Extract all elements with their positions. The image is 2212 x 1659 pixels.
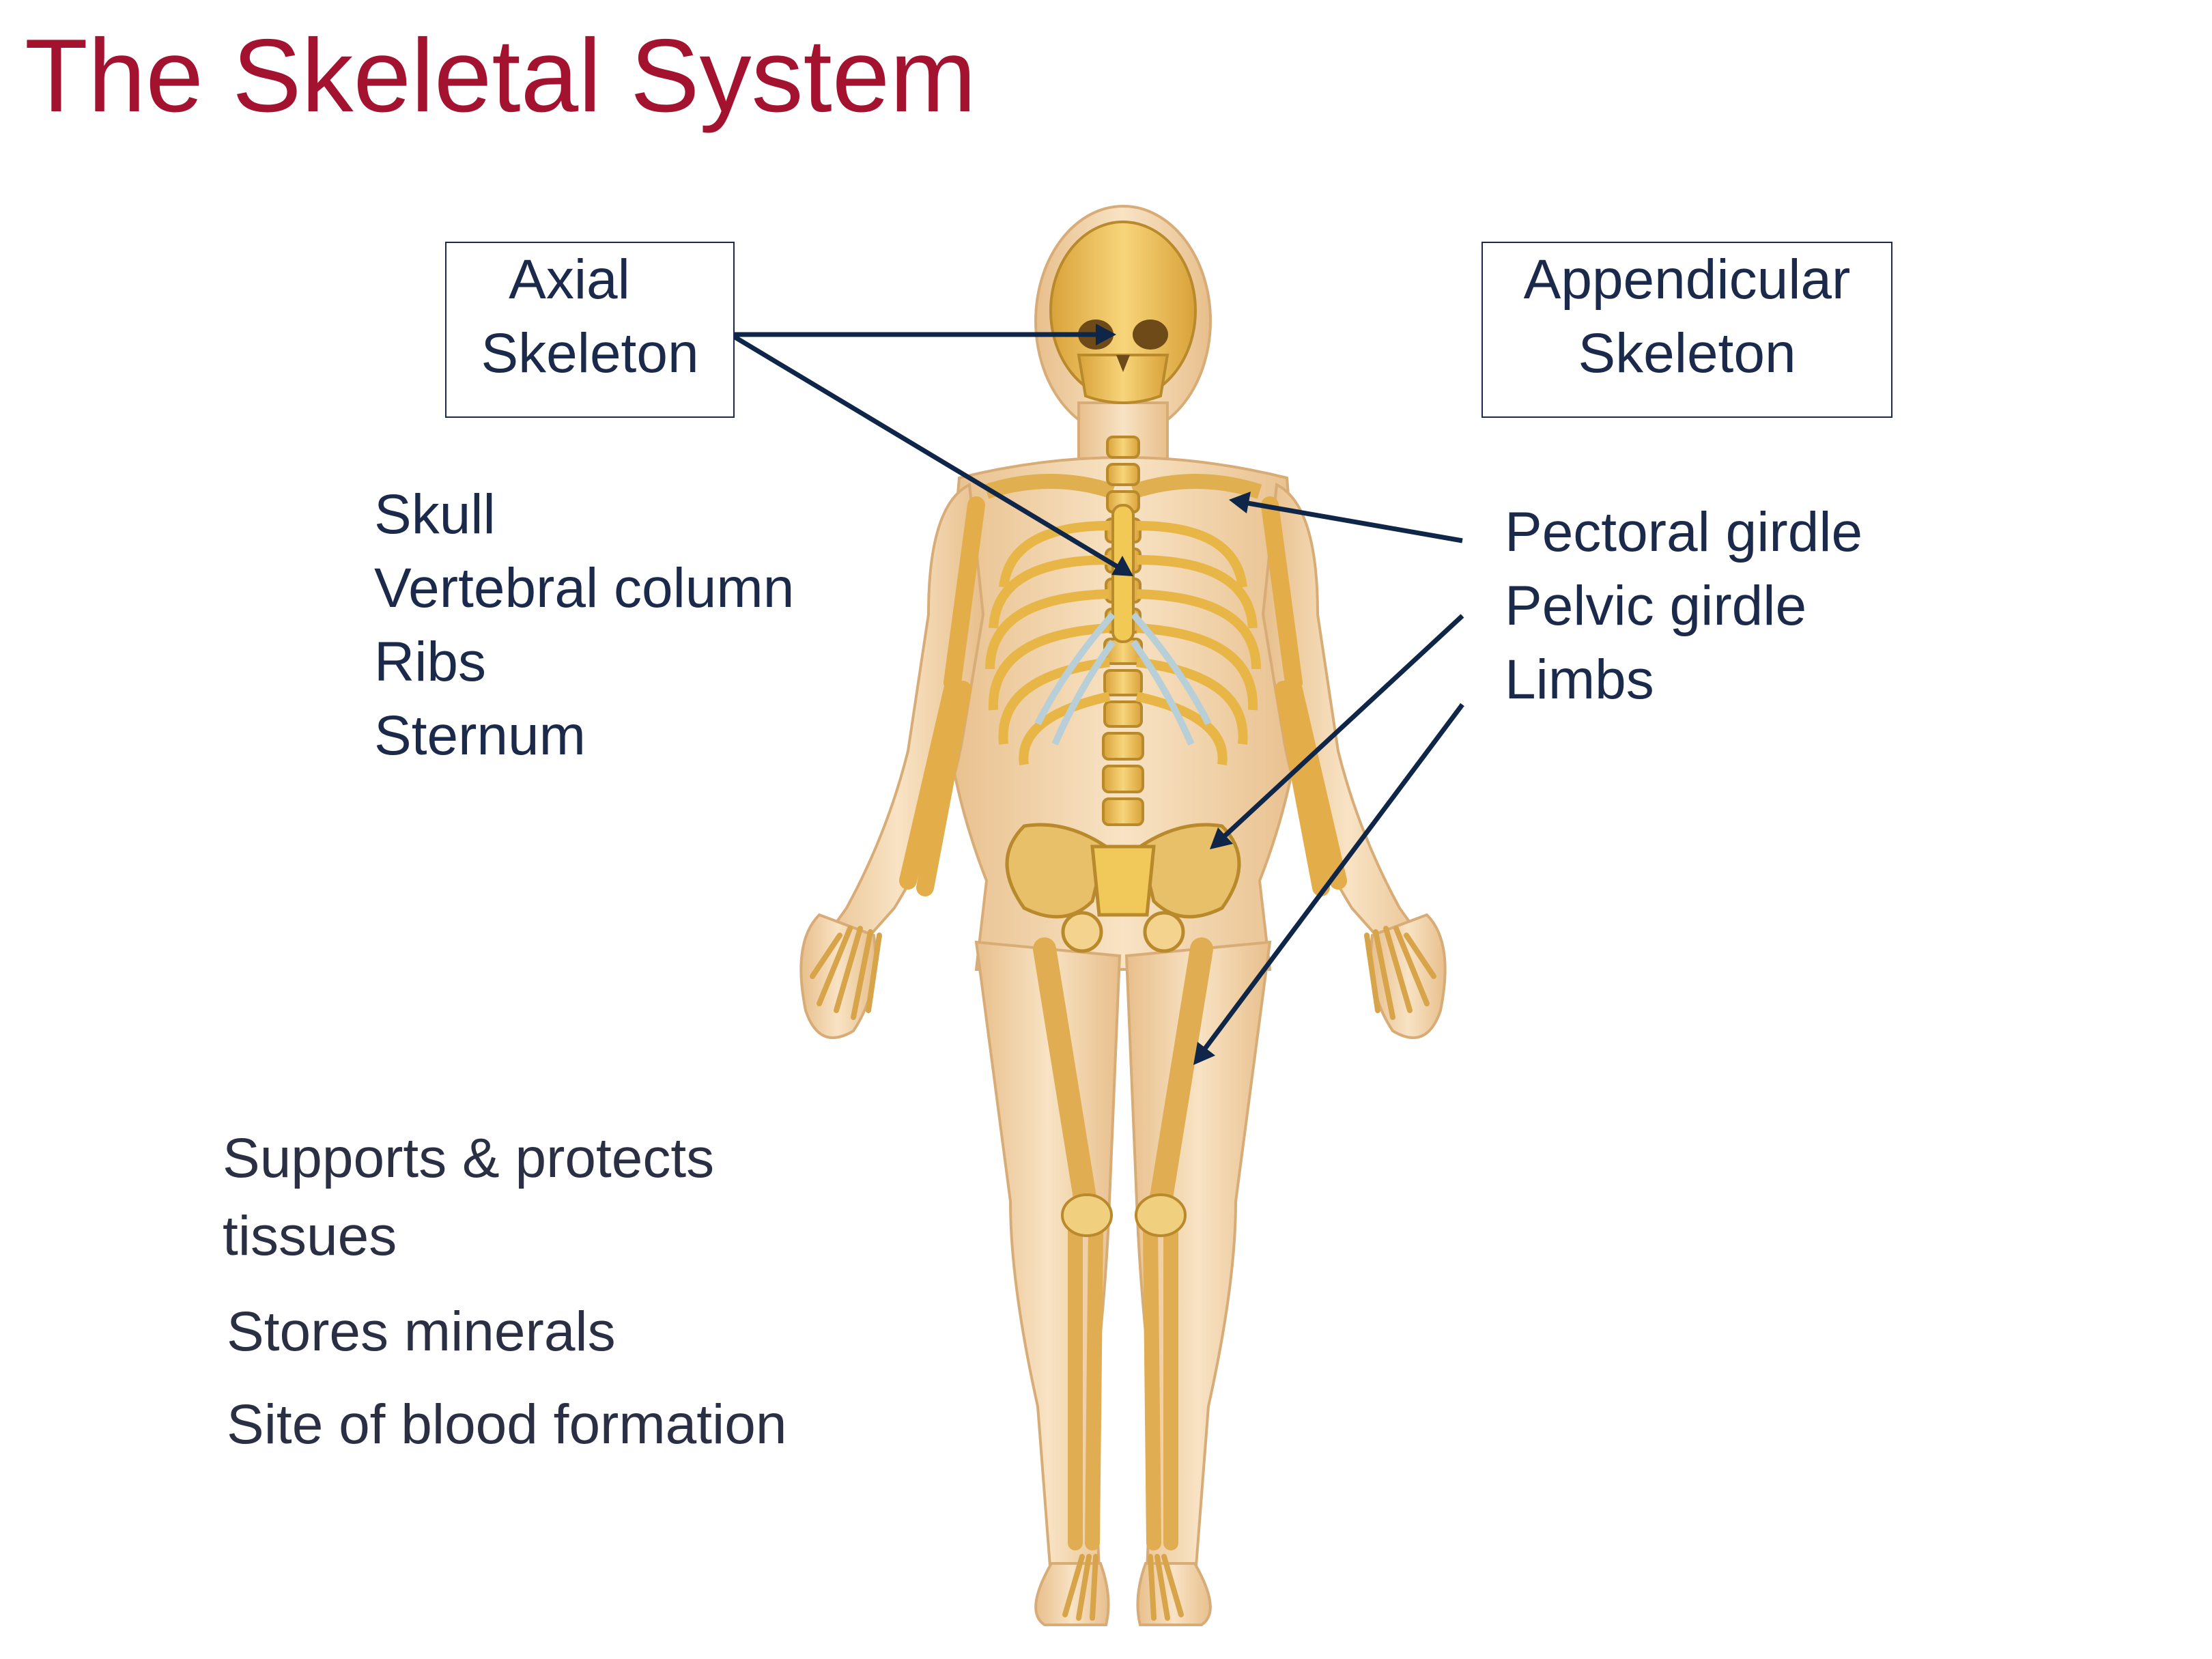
list-item: Vertebral column: [374, 557, 795, 619]
arm-bones: [899, 496, 1347, 896]
list-item: Skull: [374, 483, 496, 545]
axial-label-line1: Axial: [509, 249, 630, 311]
arrowhead-spine: [1111, 556, 1133, 576]
annotation-arrows: [729, 324, 1464, 1065]
appendicular-skeleton-box: Appendicular Skeleton: [1481, 242, 1892, 418]
function-item: Supports & protects: [223, 1127, 715, 1189]
axial-parts-list: Skull Vertebral column Ribs Sternum: [374, 478, 794, 773]
axial-skeleton-box: Axial Skeleton: [445, 242, 735, 418]
appendicular-label-line2: Skeleton: [1578, 322, 1796, 384]
arrowhead-skull: [1096, 324, 1116, 345]
list-item: Ribs: [374, 631, 487, 693]
list-item: Sternum: [374, 705, 586, 767]
arrow-axial-to-spine: [729, 332, 1121, 571]
arrowhead-pelvic: [1210, 827, 1233, 849]
list-item: Limbs: [1505, 649, 1654, 711]
appendicular-label-line1: Appendicular: [1523, 249, 1851, 311]
page-title: The Skeletal System: [25, 18, 976, 134]
arrowhead-pectoral: [1229, 492, 1251, 513]
arrow-limbs: [1201, 703, 1464, 1053]
list-item: Pectoral girdle: [1505, 501, 1863, 563]
pelvis-bone: [1005, 823, 1241, 953]
skeleton-bones: [984, 221, 1262, 826]
function-item: tissues: [223, 1205, 397, 1267]
axial-label-line2: Skeleton: [481, 322, 699, 384]
function-item: Stores minerals: [227, 1301, 616, 1363]
list-item: Pelvic girdle: [1505, 575, 1807, 637]
arrow-pectoral-girdle: [1243, 500, 1463, 543]
jaw-bone: [1077, 354, 1169, 404]
appendicular-parts-list: Pectoral girdle Pelvic girdle Limbs: [1505, 496, 1862, 717]
arrow-pelvic-girdle: [1220, 614, 1464, 840]
function-item: Site of blood formation: [227, 1393, 787, 1456]
arrowhead-limbs: [1193, 1042, 1215, 1065]
leg-bones: [1033, 937, 1213, 1213]
ribs: [985, 521, 1261, 765]
